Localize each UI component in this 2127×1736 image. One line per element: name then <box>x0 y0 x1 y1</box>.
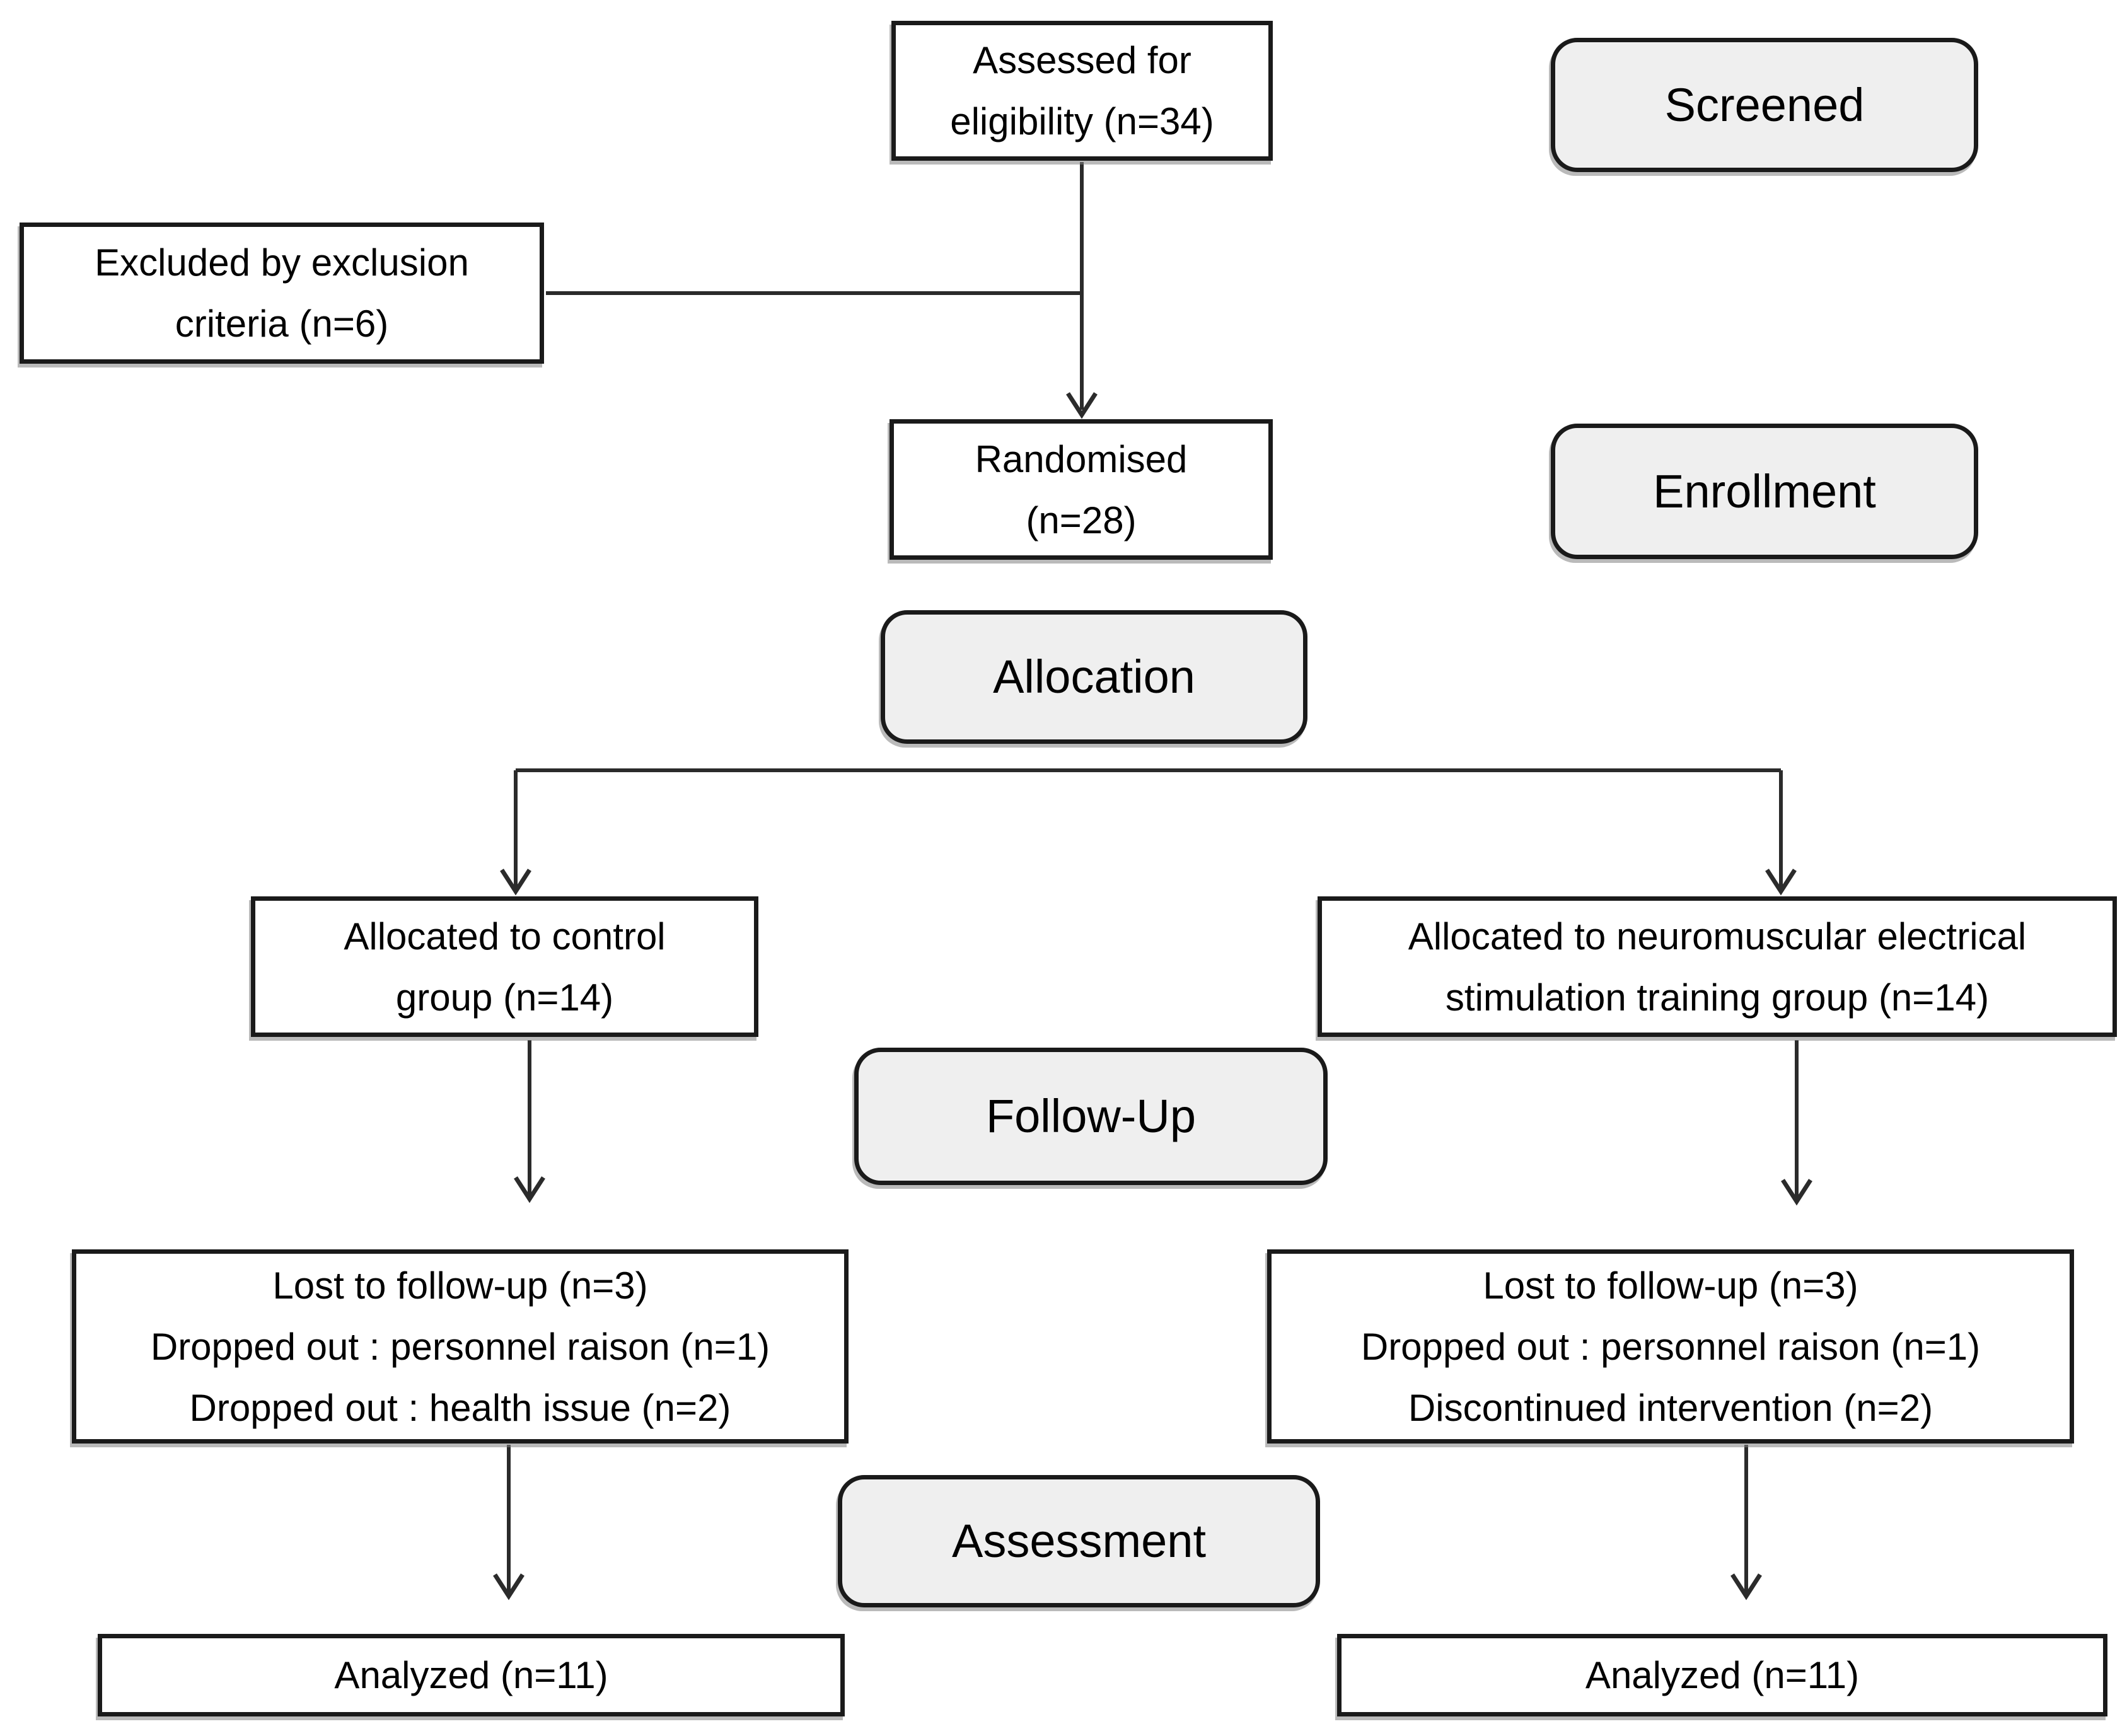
arrow-into-nmes <box>1765 869 1797 896</box>
arrow-into-randomised <box>1066 392 1098 419</box>
stage-allocation: Allocation <box>881 610 1307 744</box>
arrow-into-analyzed-control <box>493 1573 525 1600</box>
stage-followup: Follow-Up <box>854 1048 1328 1185</box>
arrow-into-analyzed-nmes <box>1730 1573 1762 1600</box>
stage-screened: Screened <box>1551 38 1978 172</box>
box-lost-control: Lost to follow-up (n=3) Dropped out : pe… <box>72 1249 849 1444</box>
box-analyzed-nmes: Analyzed (n=11) <box>1337 1634 2107 1716</box>
box-randomised: Randomised (n=28) <box>890 419 1273 560</box>
box-allocated-nmes: Allocated to neuromuscular electrical st… <box>1318 896 2117 1037</box>
arrow-into-lost-nmes <box>1781 1179 1812 1206</box>
stage-enrollment: Enrollment <box>1551 424 1978 559</box>
box-allocated-control: Allocated to control group (n=14) <box>251 896 758 1037</box>
box-analyzed-control: Analyzed (n=11) <box>98 1634 845 1716</box>
stage-assessment: Assessment <box>838 1475 1320 1607</box>
arrow-into-lost-control <box>514 1176 545 1203</box>
arrow-into-control <box>500 869 531 896</box>
box-excluded: Excluded by exclusion criteria (n=6) <box>20 223 544 364</box>
box-assessed-eligibility: Assessed for eligibility (n=34) <box>891 21 1273 161</box>
box-lost-nmes: Lost to follow-up (n=3) Dropped out : pe… <box>1267 1249 2074 1444</box>
